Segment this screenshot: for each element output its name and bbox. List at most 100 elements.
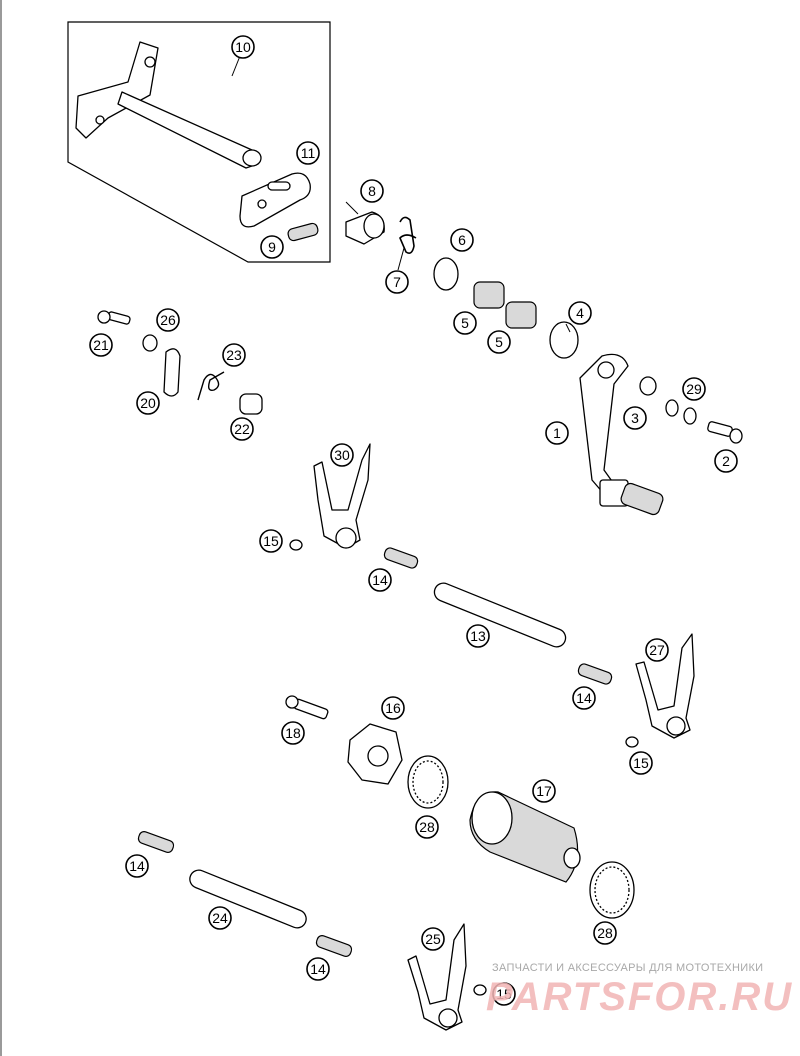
callout-18: 18 xyxy=(281,721,305,745)
shift-fork-30-part xyxy=(313,443,371,549)
svg-text:21: 21 xyxy=(93,337,109,353)
svg-text:14: 14 xyxy=(372,572,388,588)
bearing-28a-part xyxy=(407,755,449,809)
callout-5a: 5 xyxy=(453,311,477,335)
seal-4-part xyxy=(549,321,579,359)
callout-9: 9 xyxy=(260,235,284,259)
spring-clip-7-part xyxy=(399,216,417,254)
callout-5b: 5 xyxy=(487,330,511,354)
callout-14d: 14 xyxy=(306,957,330,981)
svg-text:26: 26 xyxy=(160,312,176,328)
assembly-group-outline xyxy=(67,21,331,263)
svg-text:14: 14 xyxy=(129,858,145,874)
callout-14c: 14 xyxy=(125,854,149,878)
svg-text:13: 13 xyxy=(470,628,486,644)
callout-28a: 28 xyxy=(415,815,439,839)
washer-3-part xyxy=(639,376,657,396)
svg-text:11: 11 xyxy=(301,145,316,161)
svg-text:24: 24 xyxy=(212,910,228,926)
svg-text:25: 25 xyxy=(425,931,441,947)
washer-6-part xyxy=(433,257,459,291)
svg-text:8: 8 xyxy=(368,183,376,199)
washer-26-part xyxy=(142,334,158,352)
callout-6: 6 xyxy=(450,228,474,252)
callout-30: 30 xyxy=(330,443,354,467)
lever-20-part xyxy=(163,348,181,397)
shift-drum-17-part xyxy=(469,791,581,883)
callout-14a: 14 xyxy=(368,568,392,592)
callout-1: 1 xyxy=(545,421,569,445)
needle-bearing-5b-part xyxy=(505,301,537,329)
callout-10: 10 xyxy=(231,35,255,59)
svg-text:27: 27 xyxy=(649,642,665,658)
callout-11: 11 xyxy=(296,141,320,165)
leader-lines xyxy=(231,55,571,333)
callout-13: 13 xyxy=(466,624,490,648)
fork-shaft-13-part xyxy=(433,582,567,648)
bolt-21-part xyxy=(97,310,131,325)
callout-27: 27 xyxy=(645,638,669,662)
callout-20: 20 xyxy=(136,391,160,415)
spring-14d-part xyxy=(315,935,353,957)
svg-text:15: 15 xyxy=(633,755,649,771)
svg-text:10: 10 xyxy=(235,39,251,55)
callout-24: 24 xyxy=(208,906,232,930)
callout-21: 21 xyxy=(89,333,113,357)
svg-text:30: 30 xyxy=(334,447,350,463)
svg-text:23: 23 xyxy=(226,347,242,363)
callout-3: 3 xyxy=(623,406,647,430)
spring-14c-part xyxy=(137,831,175,853)
svg-text:20: 20 xyxy=(140,395,156,411)
svg-text:9: 9 xyxy=(268,239,276,255)
pin-15b-part xyxy=(625,736,639,748)
fork-shaft-24-part xyxy=(189,869,307,929)
svg-text:28: 28 xyxy=(419,819,435,835)
callout-23: 23 xyxy=(222,343,246,367)
svg-text:14: 14 xyxy=(576,690,592,706)
svg-text:22: 22 xyxy=(234,421,250,437)
page-left-border xyxy=(0,0,2,1056)
shift-fork-25-part xyxy=(407,923,467,1031)
svg-text:28: 28 xyxy=(597,925,613,941)
callout-2: 2 xyxy=(714,449,738,473)
svg-text:15: 15 xyxy=(496,986,512,1002)
bolt-18-part xyxy=(285,695,329,720)
svg-text:18: 18 xyxy=(285,725,301,741)
callout-15b: 15 xyxy=(629,751,653,775)
callout-4: 4 xyxy=(568,301,592,325)
pin-15a-part xyxy=(289,539,303,551)
spring-9-part xyxy=(287,222,319,242)
callout-26: 26 xyxy=(156,308,180,332)
roller-22-part xyxy=(239,393,263,415)
svg-text:2: 2 xyxy=(722,453,730,469)
svg-text:16: 16 xyxy=(385,700,401,716)
watermark-logo: PARTSFOR.RU xyxy=(486,975,794,1019)
spring-23-part xyxy=(197,371,225,401)
needle-bearing-5a-part xyxy=(473,281,505,309)
svg-text:5: 5 xyxy=(495,334,503,350)
callout-25: 25 xyxy=(421,927,445,951)
svg-text:6: 6 xyxy=(458,232,466,248)
clip-8-part xyxy=(345,211,385,245)
svg-text:17: 17 xyxy=(536,783,552,799)
svg-text:4: 4 xyxy=(576,305,584,321)
callout-7: 7 xyxy=(385,270,409,294)
callout-29: 29 xyxy=(682,377,706,401)
svg-text:15: 15 xyxy=(263,533,279,549)
svg-text:14: 14 xyxy=(310,961,326,977)
callout-8: 8 xyxy=(360,179,384,203)
shift-lever-1-part xyxy=(579,353,664,516)
bearing-28b-part xyxy=(589,861,635,919)
svg-text:7: 7 xyxy=(393,274,401,290)
star-washer-29b-part xyxy=(683,407,697,425)
bolt-2-part xyxy=(707,421,743,444)
callout-14b: 14 xyxy=(572,686,596,710)
svg-text:3: 3 xyxy=(631,410,639,426)
shift-fork-27-part xyxy=(635,633,695,739)
callout-28b: 28 xyxy=(593,921,617,945)
shift-cam-16-part xyxy=(347,723,403,785)
callout-17: 17 xyxy=(532,779,556,803)
callout-22: 22 xyxy=(230,417,254,441)
spring-14a-part xyxy=(383,547,419,569)
spring-14b-part xyxy=(577,663,613,685)
